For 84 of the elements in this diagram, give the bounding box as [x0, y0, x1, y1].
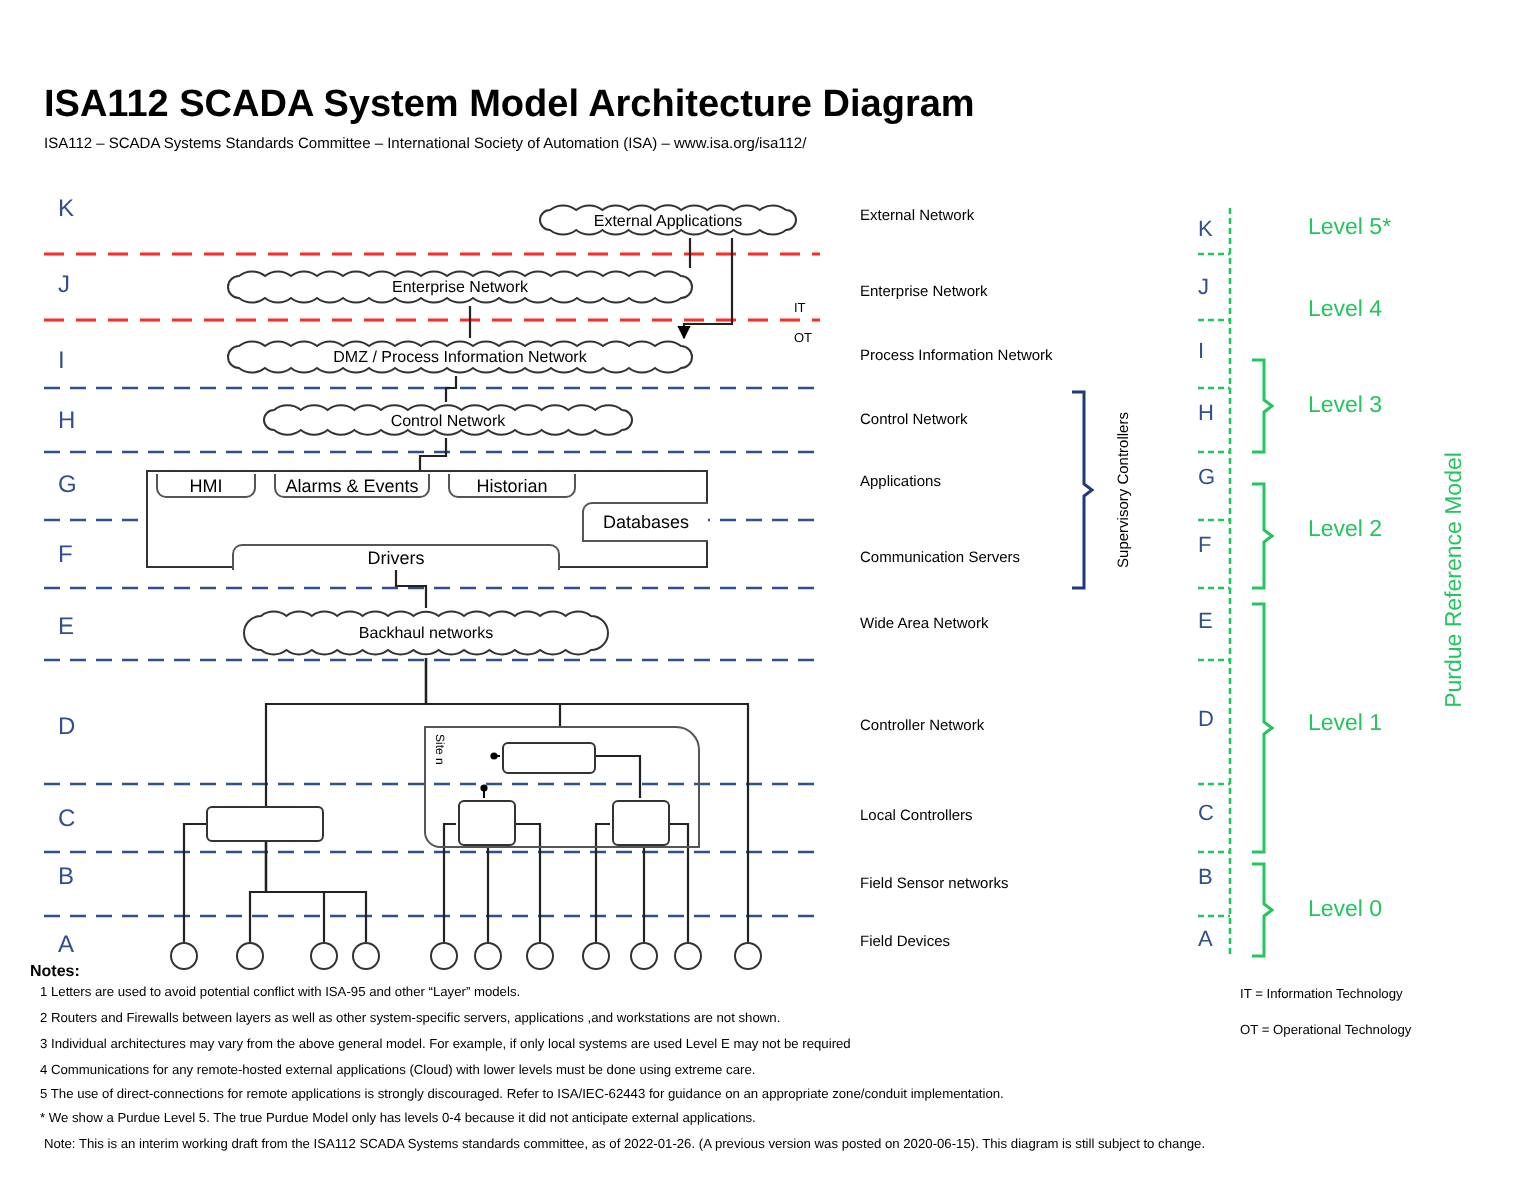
layer-letter: F — [1198, 534, 1212, 559]
layer-letter: B — [58, 864, 75, 891]
layer-letter: E — [1198, 610, 1213, 635]
field-device-circle — [630, 942, 658, 970]
layer-letter: A — [1198, 928, 1213, 953]
level-label: Level 3 — [1308, 394, 1383, 420]
layer-letter: J — [1198, 276, 1209, 301]
layer-letter: I — [1198, 340, 1205, 365]
application-tab — [232, 544, 560, 570]
node-label: Control Network — [390, 411, 506, 429]
field-device-circle — [734, 942, 762, 970]
layer-letter: J — [58, 272, 70, 299]
connector-line — [424, 658, 750, 942]
node-label: Databases — [602, 512, 690, 532]
node-label: Backhaul networks — [358, 624, 494, 642]
layer-letter: K — [1198, 218, 1213, 243]
layer-letter: H — [1198, 402, 1214, 427]
connector-line — [668, 822, 690, 942]
level-label: Level 0 — [1308, 898, 1383, 924]
connector-line — [418, 438, 448, 470]
layer-letter: C — [1198, 802, 1214, 827]
connector-line — [514, 822, 542, 942]
level-label: Level 4 — [1308, 298, 1383, 324]
title: ISA112 SCADA System Model Architecture Diagram — [44, 86, 975, 128]
layer-letter: G — [58, 472, 77, 499]
site-group-box — [424, 726, 700, 848]
node-label: HMI — [189, 475, 223, 495]
connector-line — [642, 844, 646, 942]
field-device-circle — [582, 942, 610, 970]
layer-letter: D — [1198, 708, 1214, 733]
node-label: Historian — [476, 475, 548, 495]
connector-line — [594, 822, 610, 942]
layer-letter: A — [58, 932, 75, 959]
level-label: Level 2 — [1308, 518, 1383, 544]
field-device-circle — [352, 942, 380, 970]
layer-letter: I — [58, 348, 65, 375]
field-device-circle — [236, 942, 264, 970]
level-label: Level 1 — [1308, 712, 1383, 738]
connector-line — [394, 568, 428, 608]
arrow — [677, 238, 734, 340]
connector-line — [442, 822, 456, 942]
cloud-shape — [224, 268, 696, 306]
node-label: Drivers — [367, 548, 425, 568]
node-label: External Applications — [593, 211, 743, 229]
node-label: Enterprise Network — [391, 278, 529, 296]
controller-box — [612, 800, 670, 846]
node-label: DMZ / Process Information Network — [333, 348, 587, 366]
field-device-circle — [170, 942, 198, 970]
layer-letter: H — [58, 408, 76, 435]
cloud-shape — [240, 608, 612, 658]
layer-letter: E — [58, 614, 75, 641]
application-tab — [274, 474, 430, 498]
application-panel — [146, 470, 708, 568]
layer-letter: B — [1198, 866, 1213, 891]
connector-line — [486, 844, 490, 942]
cloud-shape — [536, 202, 800, 238]
layer-letter: F — [58, 542, 73, 569]
layer-letter: C — [58, 806, 76, 833]
controller-box — [206, 806, 324, 842]
connector-line — [264, 842, 368, 942]
connector-line — [594, 754, 642, 798]
field-device-circle — [310, 942, 338, 970]
connector-line — [688, 238, 692, 268]
connector-line — [468, 306, 472, 338]
field-device-circle — [526, 942, 554, 970]
application-tab — [156, 474, 256, 498]
connector-line — [444, 376, 458, 402]
controller-box — [502, 742, 596, 774]
application-tab — [582, 502, 708, 542]
layer-letter: K — [58, 196, 75, 223]
connector-line — [182, 822, 206, 942]
node-label: Alarms & Events — [285, 475, 419, 495]
cloud-shape — [224, 338, 696, 376]
layer-letter: D — [58, 714, 76, 741]
vertical-label: Purdue Reference Model — [1443, 452, 1469, 708]
layer-letter: G — [1198, 466, 1216, 491]
application-tab — [448, 474, 576, 498]
cloud-shape — [260, 402, 636, 438]
field-device-circle — [474, 942, 502, 970]
controller-box — [458, 800, 516, 846]
level-label: Level 5* — [1308, 216, 1392, 242]
field-device-circle — [430, 942, 458, 970]
notes-heading: Notes: — [30, 964, 80, 982]
field-device-circle — [674, 942, 702, 970]
